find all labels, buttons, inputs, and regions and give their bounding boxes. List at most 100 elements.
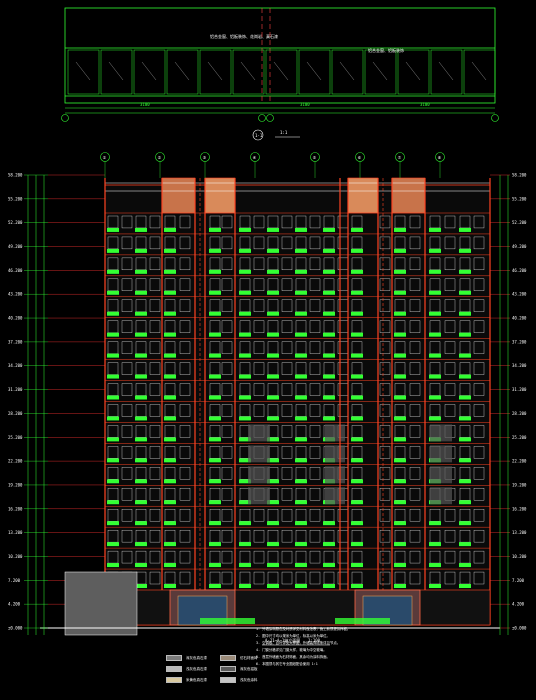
balcony-rail — [429, 353, 441, 358]
roof-plan-cell — [232, 49, 265, 95]
window — [379, 571, 391, 585]
balcony-rail — [239, 248, 251, 253]
callout-label: ④ — [253, 155, 257, 160]
hatch-mark — [240, 61, 256, 81]
window — [253, 320, 265, 333]
stone-panel — [248, 445, 270, 463]
level-label: 52.200 — [8, 220, 23, 225]
window — [253, 529, 265, 543]
balcony-rail — [351, 290, 363, 295]
window — [409, 341, 421, 354]
balcony-rail — [107, 353, 119, 358]
window — [149, 299, 161, 312]
callout-label: ⑤ — [313, 155, 317, 160]
balcony-rail — [135, 227, 147, 232]
balcony-rail — [429, 563, 441, 568]
balcony-rail — [135, 479, 147, 484]
balcony-rail — [267, 416, 279, 421]
balcony-rail — [209, 416, 221, 421]
balcony-rail — [164, 500, 176, 505]
balcony-rail — [394, 374, 406, 379]
window — [281, 404, 293, 417]
window — [121, 257, 133, 271]
balcony-rail — [135, 584, 147, 588]
balcony-rail — [429, 290, 441, 295]
window — [309, 362, 321, 375]
balcony-rail — [429, 248, 441, 253]
window — [409, 215, 421, 229]
window — [281, 341, 293, 354]
window — [473, 425, 485, 438]
level-label: 28.200 — [8, 411, 23, 416]
window — [281, 257, 293, 271]
balcony-rail — [394, 269, 406, 274]
stone-panel — [248, 424, 270, 442]
window — [409, 278, 421, 291]
window — [221, 550, 233, 564]
balcony-rail — [351, 311, 363, 316]
legend-swatch — [166, 677, 182, 683]
balcony-rail — [394, 584, 406, 588]
window — [379, 550, 391, 564]
window — [444, 383, 456, 396]
balcony-rail — [459, 584, 471, 588]
balcony-rail — [209, 248, 221, 253]
level-label: 25.200 — [8, 435, 23, 440]
balcony-rail — [323, 353, 335, 358]
balcony-rail — [107, 479, 119, 484]
window — [409, 383, 421, 396]
balcony-rail — [164, 437, 176, 442]
roof-tower — [161, 177, 196, 214]
balcony-rail — [459, 458, 471, 463]
balcony-rail — [135, 500, 147, 505]
balcony-rail — [295, 437, 307, 442]
window — [473, 571, 485, 585]
window — [409, 571, 421, 585]
balcony-rail — [295, 290, 307, 295]
window — [409, 529, 421, 543]
balcony-rail — [239, 521, 251, 526]
balcony-rail — [267, 500, 279, 505]
window — [379, 299, 391, 312]
balcony-rail — [323, 416, 335, 421]
window — [444, 257, 456, 271]
note-line: 6. 本图须与其它专业图纸配合使用 1:1 — [256, 662, 318, 666]
window — [179, 571, 191, 585]
window — [309, 257, 321, 271]
hatch-mark — [372, 61, 388, 81]
window — [121, 236, 133, 250]
window — [253, 362, 265, 375]
level-label: 55.200 — [8, 196, 23, 201]
window — [309, 404, 321, 417]
level-label: 40.200 — [512, 316, 527, 321]
window — [444, 278, 456, 291]
window — [473, 341, 485, 354]
window — [179, 383, 191, 396]
balcony-rail — [135, 248, 147, 253]
window — [379, 320, 391, 333]
window — [179, 446, 191, 459]
level-label: 49.200 — [8, 244, 23, 249]
hatch-mark — [339, 61, 355, 81]
window — [121, 383, 133, 396]
level-label: 46.200 — [8, 268, 23, 273]
window — [221, 509, 233, 522]
legend-item: 深灰色真石漆 — [166, 655, 251, 662]
balcony-rail — [164, 479, 176, 484]
legend-swatch — [166, 655, 182, 661]
axis-bubble — [266, 114, 274, 122]
window — [281, 467, 293, 480]
balcony-rail — [107, 311, 119, 316]
window — [221, 404, 233, 417]
window — [149, 341, 161, 354]
stone-panel — [325, 445, 345, 463]
window — [121, 550, 133, 564]
legend-label: 米黄色真石漆 — [186, 678, 207, 682]
balcony-rail — [394, 521, 406, 526]
window — [253, 383, 265, 396]
note-line: 5. 首层外墙面为石材饰面，其余均为涂料饰面。 — [256, 655, 330, 659]
axis-bubble — [258, 114, 266, 122]
balcony-rail — [351, 353, 363, 358]
legend-item: 浅灰色真石漆 — [166, 666, 251, 673]
window — [149, 257, 161, 271]
